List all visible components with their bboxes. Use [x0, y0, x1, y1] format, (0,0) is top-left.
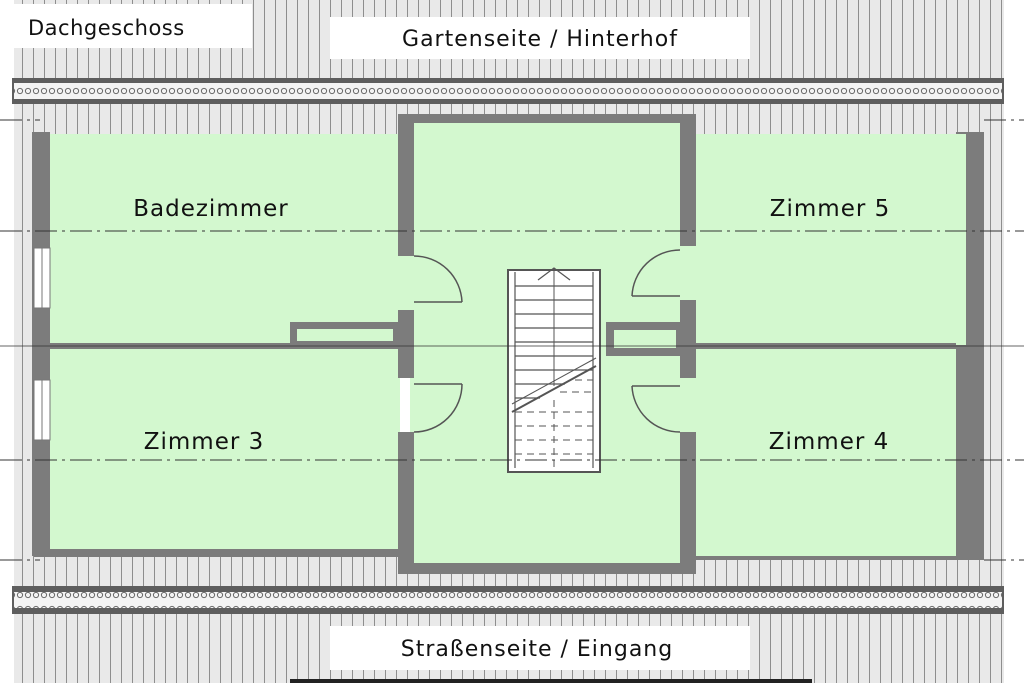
wall-bottom-left: [34, 549, 400, 557]
door-zimmer-4: [631, 385, 681, 433]
room-label-zimmer-4: Zimmer 4: [769, 429, 890, 455]
top-side-label: Gartenseite / Hinterhof: [402, 27, 678, 52]
room-zimmer-4-floor: [686, 349, 956, 556]
wall-hall-right-upper: [680, 114, 696, 246]
wall-hall-left-lower: [398, 432, 414, 574]
window-left-upper: [33, 247, 51, 309]
bottom-edge-bar: [290, 679, 812, 683]
bottom-side-label: Straßenseite / Eingang: [401, 637, 673, 662]
insulation-band-bottom: [12, 586, 1004, 614]
room-zimmer-5-floor: [686, 134, 966, 345]
window-left-lower: [33, 379, 51, 441]
room-label-zimmer-5: Zimmer 5: [770, 196, 891, 222]
wall-hall-right-middle: [680, 300, 696, 378]
wall-hall-right-lower: [680, 432, 696, 574]
wall-hall-left-middle: [398, 310, 414, 378]
dash-dot-lines: [0, 119, 1024, 561]
shaft-left: [290, 322, 400, 345]
floor-label-box: [14, 4, 252, 48]
room-badezimmer-floor: [50, 134, 410, 345]
wall-bottom-right: [696, 556, 984, 560]
room-label-badezimmer: Badezimmer: [133, 196, 289, 222]
wall-hall-left-upper: [398, 114, 414, 256]
wall-hall-bottom: [398, 563, 696, 574]
door-badezimmer: [413, 255, 463, 303]
floor-label: Dachgeschoss: [28, 16, 185, 40]
room-zimmer-3-floor: [50, 349, 400, 550]
wall-outer-left: [32, 132, 50, 556]
bottom-side-label-box: [330, 626, 750, 670]
insulation-band-top: [12, 78, 1004, 104]
staircase: [507, 267, 601, 473]
wall-hall-top: [398, 114, 696, 123]
room-label-zimmer-3: Zimmer 3: [144, 429, 265, 455]
top-side-label-box: [330, 17, 750, 59]
shaft-right: [606, 322, 682, 356]
door-zimmer-3: [413, 383, 463, 433]
door-zimmer-5: [631, 249, 681, 297]
